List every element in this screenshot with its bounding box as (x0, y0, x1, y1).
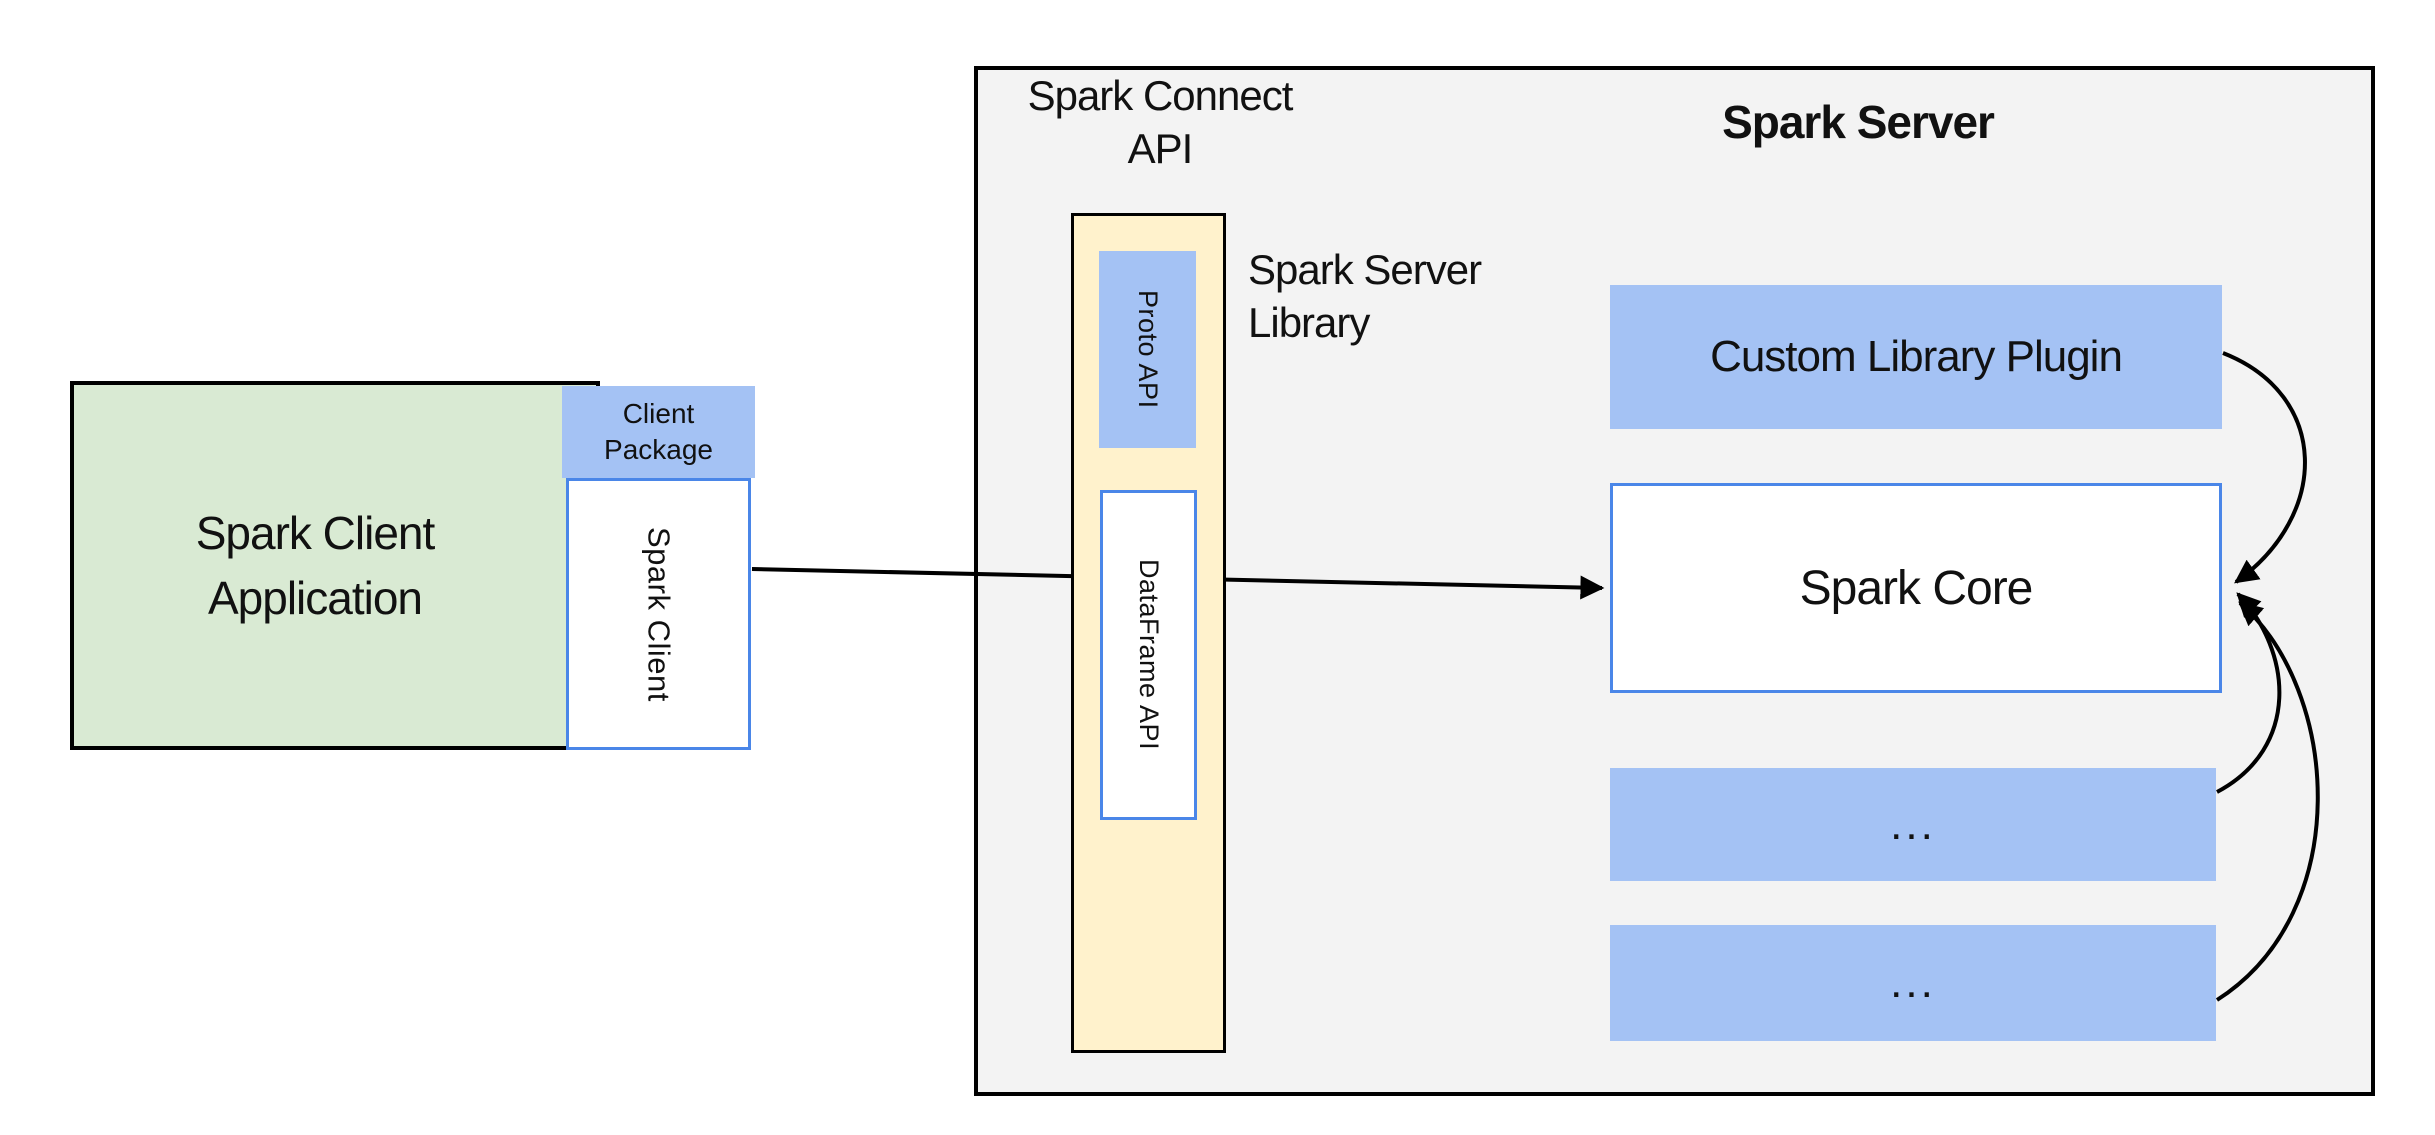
spark-client-application-label-line2: Application (207, 571, 423, 624)
client-package-label-line1: Client (622, 397, 695, 429)
client-package-box: Client Package (562, 386, 755, 478)
spark-server-library-label: Spark Server Library (1248, 244, 1588, 349)
dataframe-api-box: DataFrame API (1100, 490, 1197, 820)
client-package-label: Client Package (604, 396, 713, 469)
more-plugins-top-label: ... (1890, 799, 1936, 849)
spark-server-library-label-line2: Library (1248, 298, 1370, 346)
spark-client-application-box: Spark Client Application (70, 381, 600, 750)
spark-client-application-label: Spark Client Application (195, 501, 436, 630)
spark-server-library-label-line1: Spark Server (1248, 246, 1482, 293)
spark-connect-api-label: Spark Connect API (990, 70, 1330, 175)
custom-library-plugin-box: Custom Library Plugin (1610, 285, 2222, 429)
spark-core-box: Spark Core (1610, 483, 2222, 693)
more-plugins-box-bottom: ... (1610, 925, 2216, 1041)
spark-connect-api-label-line1: Spark Connect (1027, 72, 1294, 119)
spark-client-box: Spark Client (566, 478, 751, 750)
spark-client-application-label-line1: Spark Client (195, 507, 436, 560)
client-package-label-line2: Package (604, 434, 713, 465)
dataframe-api-label: DataFrame API (1134, 559, 1164, 751)
spark-server-title: Spark Server (1722, 96, 1995, 148)
spark-connect-api-label-line2: API (1127, 124, 1194, 172)
spark-client-label: Spark Client (641, 526, 677, 702)
spark-core-label: Spark Core (1799, 561, 2034, 615)
custom-library-plugin-label: Custom Library Plugin (1710, 332, 2123, 381)
more-plugins-box-top: ... (1610, 768, 2216, 881)
proto-api-label: Proto API (1133, 290, 1163, 409)
more-plugins-bottom-label: ... (1890, 958, 1936, 1007)
proto-api-box: Proto API (1099, 251, 1196, 448)
